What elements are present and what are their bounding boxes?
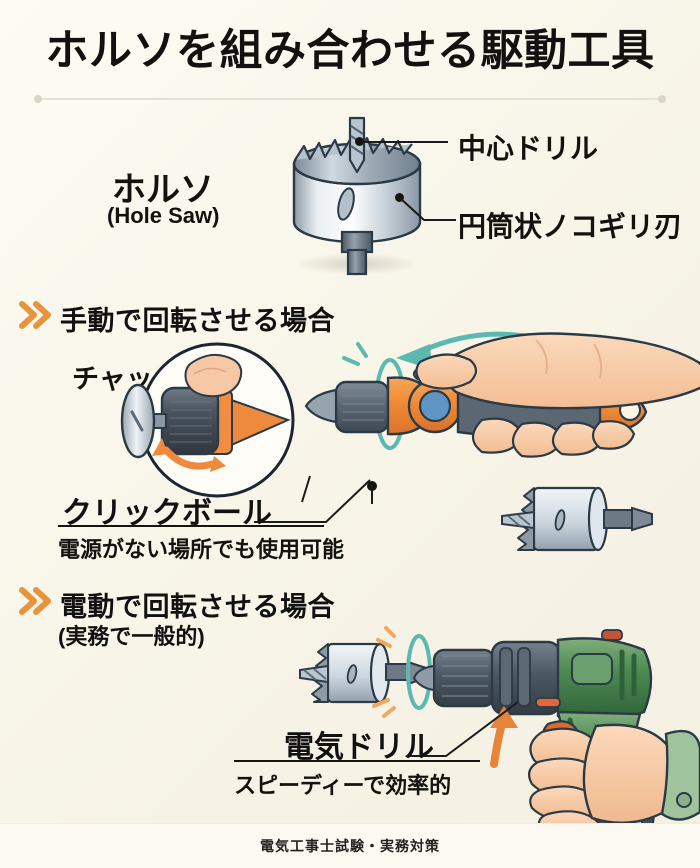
footer-text: 電気工事士試験・実務対策 xyxy=(260,838,440,854)
callout-dot-center-drill xyxy=(355,137,364,146)
callout-title-electric-drill: 電気ドリル xyxy=(284,731,434,764)
section-heading-manual: 手動で回転させる場合 xyxy=(60,306,335,336)
callout-rule-click-ball xyxy=(58,525,324,527)
double-chevron-right-icon-manual xyxy=(19,301,51,329)
hole-saw-side-illustration-manual xyxy=(501,486,653,552)
callout-title-click-ball: クリックボール xyxy=(62,497,272,530)
hole-saw-label-en: (Hole Saw) xyxy=(107,203,220,228)
callout-rule-electric-drill xyxy=(234,760,480,762)
callout-sub-click-ball: 電源がない場所でも使用可能 xyxy=(58,537,345,562)
callout-label-center-drill: 中心ドリル xyxy=(458,133,599,164)
divider-bar xyxy=(42,97,658,100)
hole-saw-illustration xyxy=(292,116,422,276)
section-subheading-electric: (実務で一般的) xyxy=(58,624,205,649)
divider-dot-right xyxy=(658,95,666,103)
footer-bar: 電気工事士試験・実務対策 xyxy=(0,823,700,868)
callout-leader-saw-blade xyxy=(399,197,456,221)
section-heading-electric: 電動で回転させる場合 xyxy=(60,592,335,622)
hole-saw-label-jp: ホルソ xyxy=(112,171,214,209)
chuck-closeup-inset xyxy=(120,342,295,498)
title-divider xyxy=(34,95,666,103)
callout-label-saw-blade: 円筒状ノコギリ刃 xyxy=(458,211,683,242)
click-ball-tool-illustration xyxy=(304,331,700,458)
page-title: ホルソを組み合わせる駆動工具 xyxy=(45,27,655,75)
callout-sub-electric-drill: スピーディーで効率的 xyxy=(234,773,452,798)
divider-dot-left xyxy=(34,95,42,103)
callout-leader-click-ball-main xyxy=(254,479,371,523)
callout-dot-saw-blade xyxy=(395,193,404,202)
callout-leader-center-drill xyxy=(362,141,448,143)
double-chevron-right-icon-electric xyxy=(19,587,51,615)
callout-leader-electric-drill xyxy=(410,701,519,757)
callout-leaders-click-ball xyxy=(301,475,377,504)
